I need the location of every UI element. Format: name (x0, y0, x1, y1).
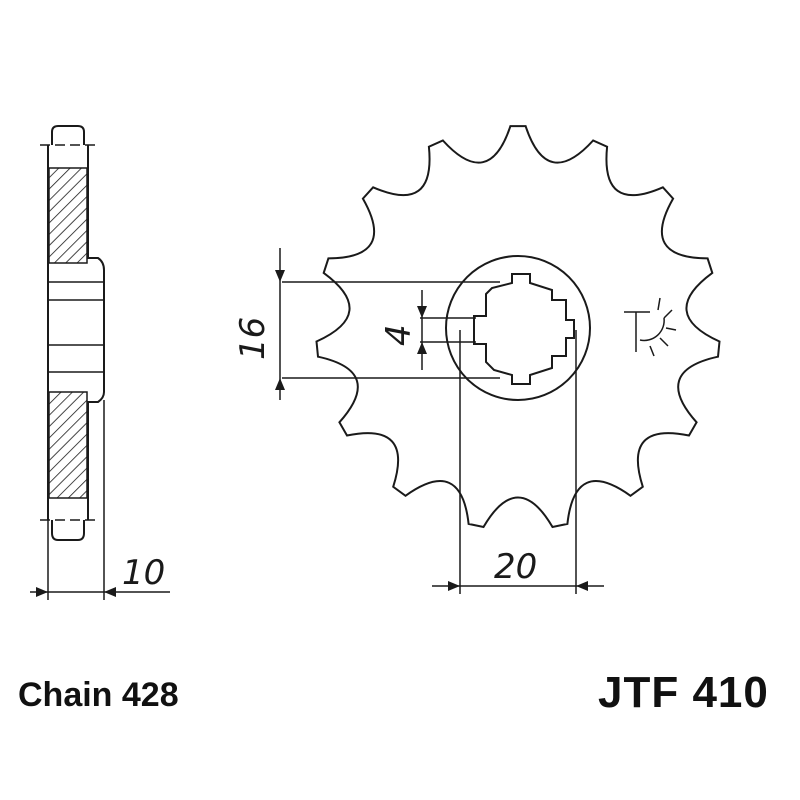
side-view: 10 (30, 125, 170, 600)
arrow-icon (576, 581, 588, 591)
arrow-icon (36, 587, 48, 597)
pitch-value: 16 (233, 317, 273, 360)
side-hatch-lower (48, 391, 88, 499)
side-tooth-bottom (51, 520, 85, 541)
thickness-value: 10 (122, 553, 165, 593)
front-view: 16 4 20 (233, 125, 721, 594)
hub-circle (445, 255, 591, 401)
arrow-icon (275, 270, 285, 282)
arrow-icon (417, 306, 427, 318)
side-hatch-upper (48, 167, 88, 264)
spline-value: 4 (379, 324, 419, 346)
side-tooth-top (51, 125, 85, 145)
bore-value: 20 (494, 547, 537, 587)
part-number-label: JTF 410 (598, 668, 769, 717)
splined-bore (473, 273, 575, 385)
arrow-icon (104, 587, 116, 597)
rotation-mark-icon (624, 297, 677, 357)
arrow-icon (417, 342, 427, 354)
arrow-icon (448, 581, 460, 591)
chain-label: Chain 428 (18, 676, 179, 714)
side-outline (47, 145, 105, 520)
sprocket-outline (315, 125, 721, 529)
arrow-icon (275, 378, 285, 390)
